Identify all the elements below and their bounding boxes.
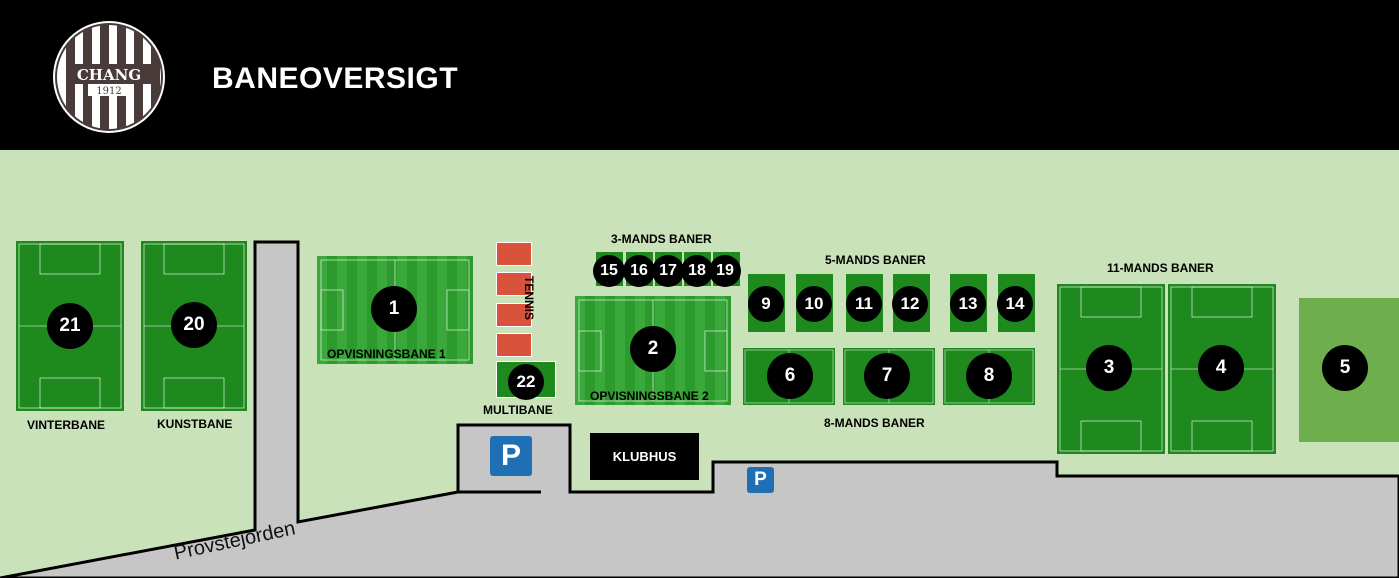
field-label-vinterbane: VINTERBANE (27, 418, 106, 432)
field-18[interactable]: 18 (681, 252, 713, 287)
field-22[interactable]: 22 (496, 361, 556, 400)
field-number: 2 (630, 326, 676, 372)
field-20[interactable]: 20 (141, 241, 247, 411)
field-number: 6 (767, 353, 813, 399)
field-label-opvisningsbane-2: OPVISNINGSBANE 2 (590, 389, 709, 403)
road-area (0, 240, 1399, 578)
field-number: 4 (1198, 345, 1244, 391)
logo-year: 1912 (96, 86, 121, 97)
field-number: 8 (966, 353, 1012, 399)
field-5[interactable]: 5 (1299, 298, 1399, 442)
field-16[interactable]: 16 (623, 252, 655, 287)
site-map (0, 240, 1399, 578)
tennis-label: TENNIS (522, 276, 536, 321)
parking-sign-2: P (747, 467, 774, 493)
field-14[interactable]: 14 (997, 274, 1035, 332)
tennis-court-3[interactable] (496, 303, 532, 327)
field-number: 13 (950, 286, 986, 322)
field-19[interactable]: 19 (709, 252, 741, 287)
section-label-3-mands: 3-MANDS BANER (611, 232, 712, 246)
field-label-multibane: MULTIBANE (483, 403, 553, 417)
field-label-opvisningsbane-1: OPVISNINGSBANE 1 (327, 347, 446, 361)
parking-sign-1: P (490, 436, 532, 476)
field-1[interactable]: 1 OPVISNINGSBANE 1 (317, 256, 473, 364)
field-21[interactable]: 21 (16, 241, 124, 411)
field-4[interactable]: 4 (1168, 284, 1276, 454)
field-number: 20 (171, 302, 217, 348)
klubhus-building[interactable]: KLUBHUS (590, 433, 699, 480)
page-title: BANEOVERSIGT (212, 62, 459, 95)
tennis-court-4[interactable] (496, 333, 532, 357)
field-3[interactable]: 3 (1057, 284, 1165, 454)
field-17[interactable]: 17 (652, 252, 684, 287)
field-number: 18 (681, 255, 713, 287)
section-label-11-mands: 11-MANDS BANER (1107, 261, 1214, 275)
header-bar: CHANG 1912 BANEOVERSIGT (0, 0, 1399, 150)
field-6[interactable]: 6 (743, 348, 835, 405)
field-number: 9 (748, 286, 784, 322)
field-number: 22 (508, 364, 544, 400)
field-label-kunstbane: KUNSTBANE (157, 417, 233, 431)
tennis-court-2[interactable] (496, 272, 532, 296)
section-label-8-mands: 8-MANDS BANER (824, 416, 925, 430)
section-label-5-mands: 5-MANDS BANER (825, 253, 926, 267)
field-7[interactable]: 7 (843, 348, 935, 405)
field-number: 3 (1086, 345, 1132, 391)
field-number: 1 (371, 286, 417, 332)
field-11[interactable]: 11 (846, 274, 883, 332)
logo-text: CHANG (77, 66, 141, 84)
field-number: 16 (623, 255, 655, 287)
tennis-court-1[interactable] (496, 242, 532, 266)
field-12[interactable]: 12 (892, 274, 930, 332)
field-10[interactable]: 10 (796, 274, 833, 332)
field-number: 17 (652, 255, 684, 287)
field-number: 21 (47, 303, 93, 349)
field-9[interactable]: 9 (748, 274, 785, 332)
field-number: 10 (796, 286, 832, 322)
field-number: 12 (892, 286, 928, 322)
club-logo: CHANG 1912 (53, 21, 165, 133)
field-number: 5 (1322, 345, 1368, 391)
field-13[interactable]: 13 (950, 274, 987, 332)
field-number: 19 (709, 255, 741, 287)
field-number: 7 (864, 353, 910, 399)
field-2[interactable]: 2 OPVISNINGSBANE 2 (575, 296, 731, 405)
field-number: 15 (593, 255, 625, 287)
field-number: 14 (997, 286, 1033, 322)
field-number: 11 (846, 286, 882, 322)
field-15[interactable]: 15 (593, 252, 625, 287)
field-8[interactable]: 8 (943, 348, 1035, 405)
